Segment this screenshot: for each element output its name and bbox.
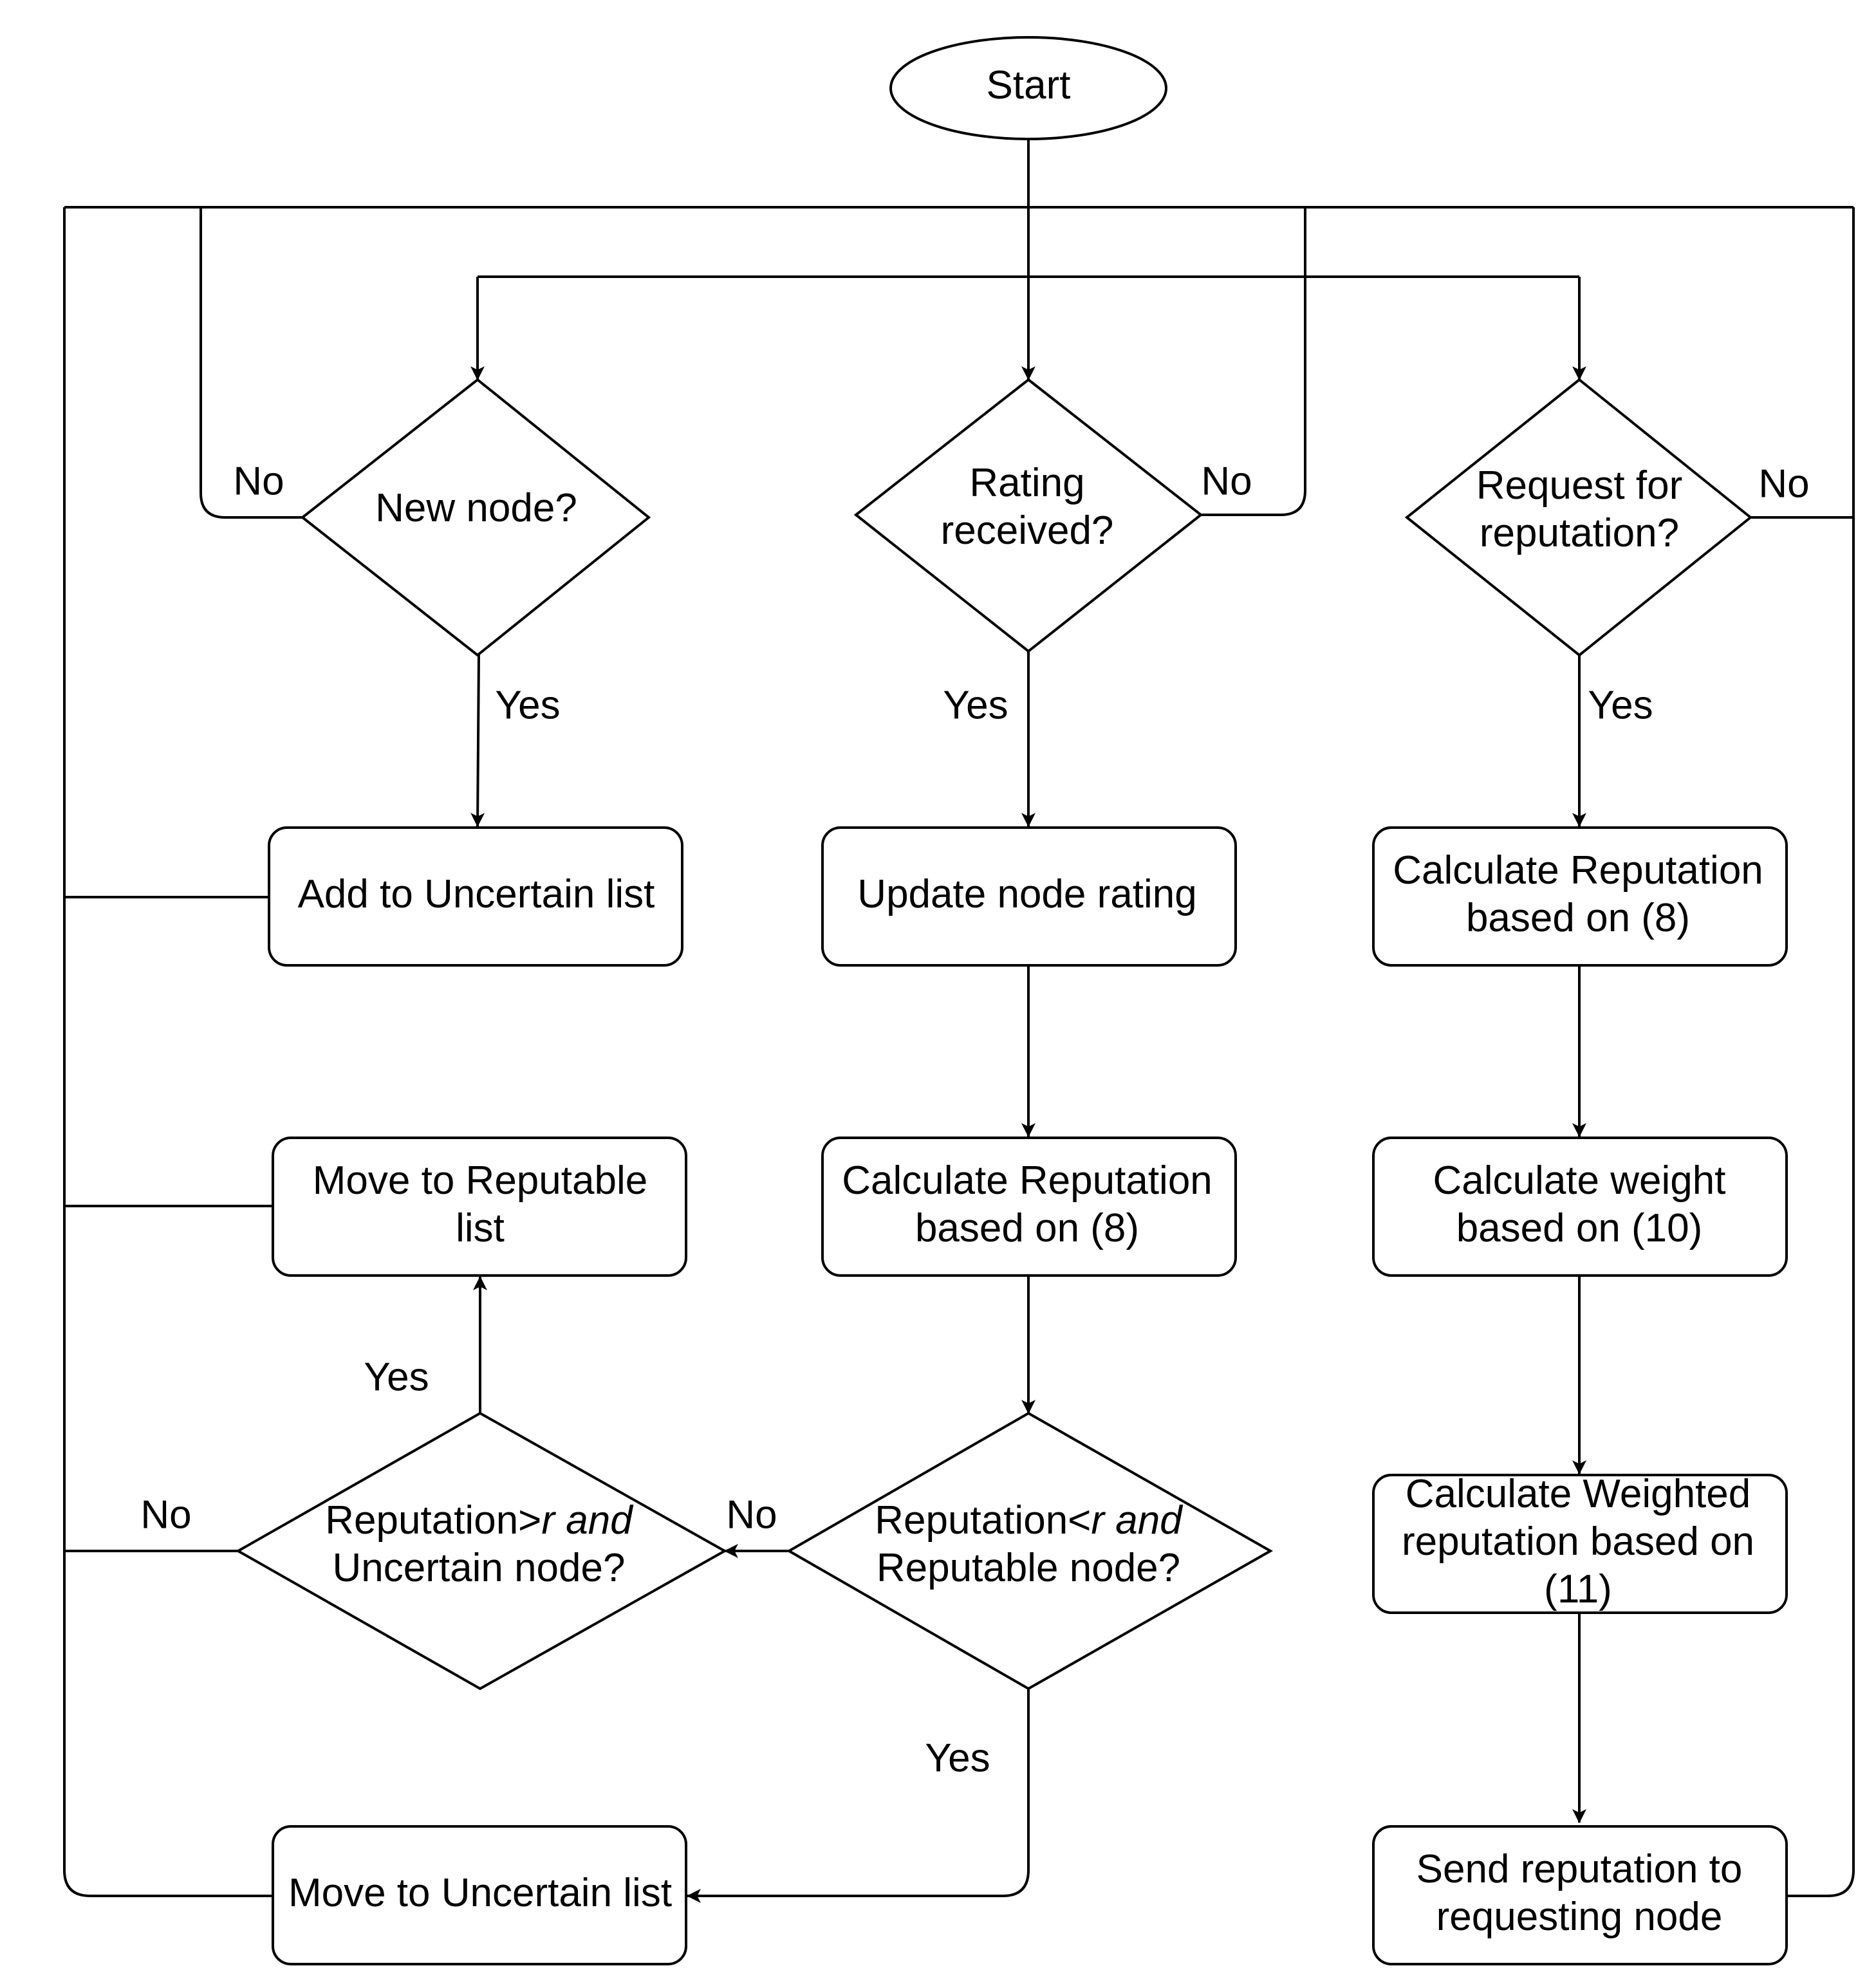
label-rating-yes: Yes	[943, 683, 1008, 727]
label-gt-no: No	[140, 1492, 191, 1537]
edge-new-node-yes	[470, 654, 485, 828]
label-new-node-no: No	[233, 459, 284, 503]
label-lt-yes: Yes	[925, 1736, 990, 1780]
update-rating-box: Update node rating	[821, 826, 1237, 967]
move-uncertain-label: Move to Uncertain list	[288, 1871, 672, 1915]
new-node-decision: New node?	[300, 378, 651, 657]
add-uncertain-label: Add to Uncertain list	[298, 872, 655, 916]
new-node-label: New node?	[375, 486, 577, 530]
edge-right-rail	[1787, 207, 1855, 1897]
update-rating-label: Update node rating	[857, 872, 1196, 916]
connectors	[63, 139, 1855, 1903]
edge-lt-yes	[686, 1689, 1030, 1903]
start-terminal: Start	[889, 36, 1167, 140]
edge-rating-no	[1201, 207, 1306, 516]
label-rating-no: No	[1201, 459, 1252, 503]
move-uncertain-box: Move to Uncertain list	[272, 1825, 687, 1965]
label-request-no: No	[1758, 461, 1809, 506]
add-uncertain-box: Add to Uncertain list	[268, 826, 683, 967]
label-new-node-yes: Yes	[495, 683, 560, 727]
label-request-yes: Yes	[1588, 683, 1653, 727]
edge-new-node-no	[200, 207, 302, 519]
edge-labels: No No No Yes Yes Yes Yes No No Yes	[140, 459, 1809, 1780]
edge-left-rail	[63, 207, 273, 1897]
label-lt-no: No	[726, 1492, 777, 1537]
start-label: Start	[987, 63, 1071, 107]
label-gt-yes: Yes	[364, 1355, 429, 1399]
